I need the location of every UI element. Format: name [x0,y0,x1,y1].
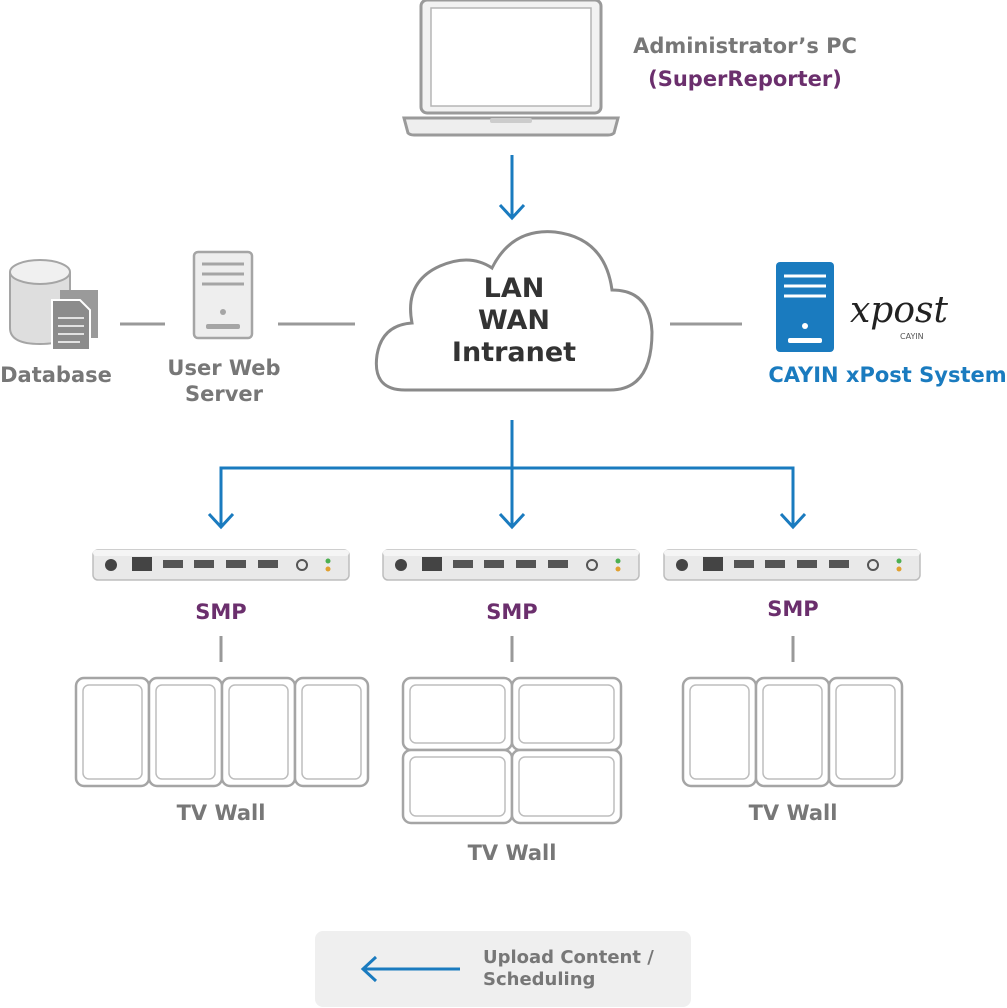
tv-wall-label-2: TV Wall [467,841,557,865]
cloud-icon [374,230,654,392]
media-player-1 [92,549,350,581]
xpost-server-icon [776,262,834,352]
laptop-icon [402,0,620,137]
media-player-3 [663,549,921,581]
xpost-logo: xpost CAYIN [850,290,970,344]
admin-pc-label: Administrator’s PC (SuperReporter) [620,33,870,91]
arrow-network-to-players [207,420,807,530]
legend-line1: Upload Content / [483,947,654,968]
web-server-label: User Web Server [158,355,290,407]
tv-wall-1 [74,676,370,788]
admin-pc-subtitle: (SuperReporter) [648,67,842,91]
xpost-logo-sub: CAYIN [900,332,924,341]
tv-wall-label-1: TV Wall [176,801,266,825]
network-line-wan: WAN [477,305,551,336]
legend-text: Upload Content / Scheduling [483,947,683,991]
media-player-2 [382,549,640,581]
arrow-pc-to-network [498,155,526,221]
network-line-lan: LAN [483,273,545,304]
tv-wall-2 [401,676,623,825]
smp-wall-connectors [219,636,795,662]
tv-wall-3 [681,676,904,788]
legend-arrow-shaft [363,967,460,971]
admin-pc-title: Administrator’s PC [633,34,857,58]
tv-wall-label-3: TV Wall [748,801,838,825]
web-server-line1: User Web [167,356,281,380]
network-line-intranet: Intranet [451,337,577,368]
legend-box: Upload Content / Scheduling [315,931,691,1007]
network-label: LAN WAN Intranet [432,273,596,369]
smp-label-1: SMP [195,600,247,624]
database-label: Database [0,363,112,387]
web-server-icon [192,250,254,340]
xpost-logo-text: xpost [850,290,948,331]
legend-line2: Scheduling [483,969,596,990]
smp-label-2: SMP [486,600,538,624]
database-icon [9,259,98,351]
xpost-label: CAYIN xPost System [768,363,1007,387]
web-server-line2: Server [184,382,263,406]
smp-label-3: SMP [767,597,819,621]
